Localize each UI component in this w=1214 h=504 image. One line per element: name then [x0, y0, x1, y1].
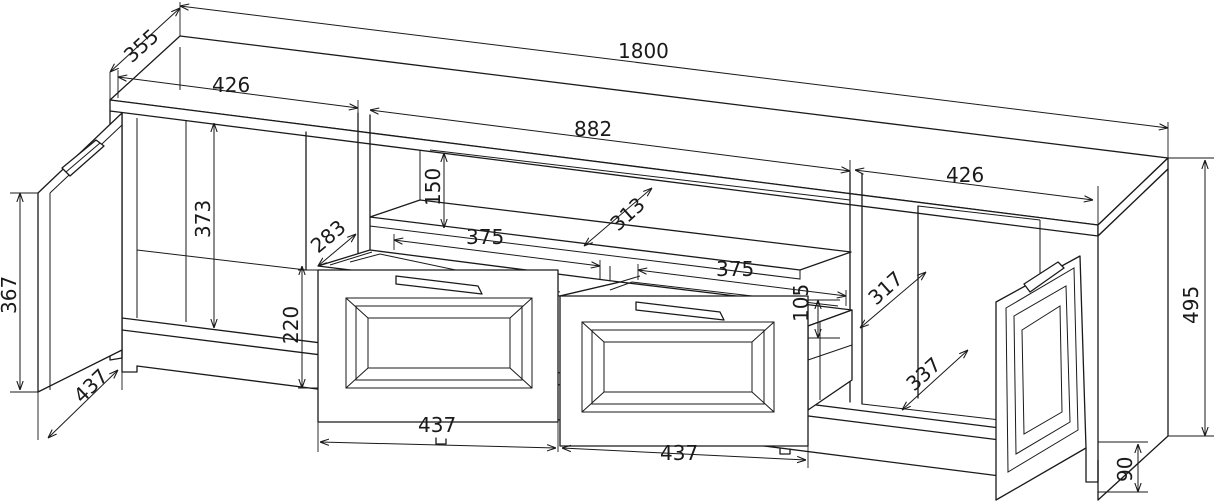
dim-437-door-line	[48, 370, 118, 438]
foot-back	[121, 349, 138, 373]
dim-882-line	[370, 110, 850, 171]
right-door[interactable]	[995, 255, 1087, 501]
label-right-bottom-depth: 337	[901, 352, 945, 395]
label-left-inner-height: 373	[191, 200, 215, 238]
dim-437-drawer-right-line	[562, 448, 806, 460]
label-drawer-front-width-left: 437	[418, 413, 456, 437]
center-back-lines	[419, 149, 851, 290]
label-center-width: 882	[574, 117, 612, 141]
left-door[interactable]	[37, 112, 123, 393]
right-door-handle-icon[interactable]	[1023, 261, 1065, 293]
dim-313-line	[584, 188, 652, 246]
left-drawer-panel-outer	[345, 297, 533, 389]
dim-426-right-line	[855, 170, 1093, 200]
right-drawer-panel-bevel	[581, 321, 775, 413]
dim-375-left-line	[394, 240, 600, 266]
dim-426-left-line	[118, 77, 358, 108]
label-total-height: 495	[1179, 286, 1203, 324]
foot-right-side	[1085, 447, 1099, 483]
dim-375-right-line	[638, 270, 846, 296]
label-right-compartment-width: 426	[946, 163, 984, 187]
left-drawer-panel-bevel	[345, 297, 533, 389]
label-drawer-side-depth: 283	[306, 215, 351, 258]
label-door-height: 367	[0, 276, 21, 314]
left-drawer-front	[317, 269, 559, 423]
label-drawer-inner-height: 105	[789, 284, 813, 322]
dimension-labels: 1800 355 426 882 426 495 373 367 437 150…	[0, 24, 1203, 482]
label-drawer-inner-width-right: 375	[716, 257, 754, 281]
left-compartment-back	[136, 118, 307, 322]
label-total-width: 1800	[618, 39, 669, 63]
foot-left	[435, 437, 447, 445]
label-drawer-height: 220	[279, 306, 303, 344]
right-drawer-panel-inner	[603, 341, 753, 393]
label-drawer-inner-width-left: 375	[466, 225, 504, 249]
dim-355-line	[110, 8, 180, 72]
right-drawer-box-side	[807, 309, 853, 411]
label-drawer-front-width-right: 437	[660, 441, 698, 465]
label-shelf-gap: 150	[421, 168, 445, 206]
dim-337-line	[902, 350, 968, 410]
left-drawer-panel-inner	[367, 317, 511, 369]
right-drawer[interactable]	[559, 275, 853, 447]
label-left-compartment-width: 426	[212, 73, 250, 97]
left-drawer-panel-mid	[355, 305, 523, 381]
label-plinth-height: 90	[1113, 457, 1137, 482]
right-drawer-panel-outer	[581, 321, 775, 413]
right-drawer-front	[559, 295, 809, 447]
right-door-frame-outer	[1005, 267, 1079, 473]
dimension-lines	[10, 2, 1214, 493]
right-door-frame-mid	[1013, 285, 1071, 455]
dim-437-drawer-left-line	[320, 442, 556, 448]
dim-317-line	[860, 272, 926, 328]
dim-283-line	[318, 234, 356, 266]
right-drawer-panel-mid	[591, 329, 765, 405]
label-right-inner-depth: 317	[863, 266, 907, 309]
left-drawer-handle-icon[interactable]	[395, 275, 483, 295]
right-drawer-handle-icon[interactable]	[635, 301, 725, 321]
right-door-panel	[995, 255, 1087, 501]
right-door-frame-inner	[1021, 305, 1063, 435]
left-door-handle-shade	[65, 142, 101, 173]
dim-1800-line	[180, 6, 1168, 128]
